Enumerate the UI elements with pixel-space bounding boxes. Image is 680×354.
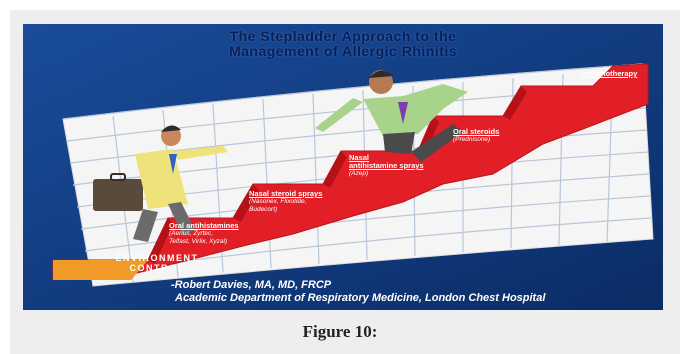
step-examples: (Aerius, Zyrtec,: [169, 230, 214, 237]
step-examples: (Prednisone): [453, 136, 491, 143]
base-step: [53, 260, 148, 280]
credit-author: -Robert Davies, MA, MD, FRCP: [171, 279, 332, 291]
step-name: antihistamine sprays: [349, 161, 424, 170]
slide-title-line-2: Management of Allergic Rhinitis: [228, 43, 458, 59]
environment-control-label: ENVIRONMENT CONTROL: [115, 253, 199, 273]
step-name: Oral steroids: [453, 127, 500, 136]
lower-climber-figure: [93, 125, 228, 242]
stair-riser-1: [148, 218, 173, 264]
slide-artwork: [23, 24, 663, 310]
credit-affiliation: Academic Department of Respiratory Medic…: [175, 292, 546, 304]
step-examples: Telfast, Virlix, Xyzal): [169, 238, 228, 245]
step-examples: Budecort): [249, 206, 278, 213]
step-examples: (Azep): [349, 170, 369, 177]
stairs: [52, 63, 649, 280]
step-examples: (Nasonex, Flixotide,: [249, 198, 307, 205]
step-name: Oral antihistamines: [169, 221, 239, 230]
stair-riser-5: [503, 86, 527, 120]
stepladder-slide: The Stepladder Approach to the Managemen…: [23, 24, 663, 310]
upper-climber-figure: [315, 70, 468, 162]
step-label-oral-antihistamines: Oral antihistamines (Aerius, Zyrtec, Tel…: [169, 222, 239, 246]
step-name: Nasal steroid sprays: [249, 189, 323, 198]
step-label-nasal-antihistamine-sprays: Nasal antihistamine sprays (Azep): [349, 154, 424, 178]
stair-riser-3: [323, 151, 347, 188]
red-stair-ribbon: [52, 63, 649, 280]
stair-riser-2: [233, 184, 259, 222]
step-label-oral-steroids: Oral steroids (Prednisone): [453, 128, 499, 144]
step-label-immunotherapy: Immunotherapy: [581, 70, 637, 78]
briefcase-icon: [93, 179, 143, 211]
step-name: Immunotherapy: [581, 69, 638, 78]
step-name: Nasal: [349, 153, 370, 162]
figure-caption: Figure 10:: [302, 322, 378, 341]
slide-title-line-1: The Stepladder Approach to the: [229, 28, 457, 44]
step-label-nasal-steroid-sprays: Nasal steroid sprays (Nasonex, Flixotide…: [249, 190, 322, 214]
